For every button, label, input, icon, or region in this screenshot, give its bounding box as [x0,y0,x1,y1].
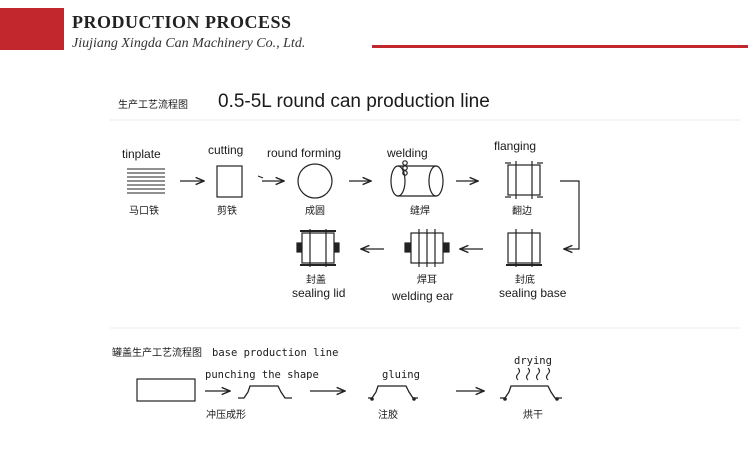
step-label-cn: 封盖 [306,273,326,286]
header-rule [372,45,748,48]
base-line-title-cn: 罐盖生产工艺流程图 [112,346,202,359]
sealed-can-icon [296,229,340,267]
main-line-title: 0.5-5L round can production line [218,91,490,112]
step-label: punching the shape [205,369,319,381]
punched-lid-icon [238,385,292,399]
step-tinplate: tinplate 马口铁 [122,147,165,217]
step-label-cn: 成圆 [305,205,325,217]
page-title: PRODUCTION PROCESS [72,12,292,32]
stacked-sheets-icon [127,168,165,194]
flow-connector [560,180,580,249]
company-name: Jiujiang Xingda Can Machinery Co., Ltd. [72,36,306,51]
step-label: sealing base [499,286,567,300]
step-label: cutting [208,143,243,157]
blank-sheet-icon [136,378,196,402]
step-label: round forming [267,146,341,160]
heat-waves-icon [515,367,551,381]
step-flanging: flanging 翻边 [494,139,543,217]
drying-lid-icon [500,385,562,399]
step-welding: welding 缝焊 [386,146,444,217]
step-label-cn: 马口铁 [129,204,159,217]
glue-dot [503,397,507,401]
step-gluing: gluing 注胶 [368,369,420,421]
step-label: sealing lid [292,286,345,300]
welded-cylinder-icon [390,160,444,197]
can-with-ears-icon [404,229,450,267]
step-label-cn: 注胶 [378,408,398,421]
header-accent-block [0,8,64,50]
round-body-icon [297,163,333,199]
step-label: welding ear [391,289,453,303]
cut-sheet-icon [216,165,243,198]
tick-mark [257,175,264,179]
flanged-can-icon [505,161,543,199]
step-label: welding [386,146,428,160]
glued-lid-icon [368,385,418,399]
main-line-title-cn: 生产工艺流程图 [118,98,188,111]
can-with-base-icon [506,229,542,267]
step-label: flanging [494,139,536,153]
step-label-cn: 缝焊 [410,204,430,217]
step-label: tinplate [122,147,161,161]
step-welding-ear: 焊耳 welding ear [391,229,453,303]
glue-dot [412,397,416,401]
step-label-cn: 焊耳 [417,274,437,286]
glue-dot [370,397,374,401]
step-sealing-base: 封底 sealing base [499,229,567,300]
glue-dot [555,397,559,401]
step-label-cn: 封底 [515,273,535,286]
step-cutting: cutting 剪铁 [208,143,243,217]
step-blank [136,378,196,402]
step-label-cn: 翻边 [512,205,532,217]
step-label: drying [514,355,552,367]
base-line-title: base production line [212,347,338,359]
step-label-cn: 烘干 [523,409,543,421]
step-label-cn: 剪铁 [217,204,237,217]
step-label: gluing [382,369,420,381]
step-round-forming: round forming 成圆 [267,146,341,217]
step-sealing-lid: 封盖 sealing lid [292,229,345,300]
step-drying: drying 烘干 [500,355,562,421]
step-punching: punching the shape 冲压成形 [205,369,319,421]
step-label-cn: 冲压成形 [206,408,246,421]
